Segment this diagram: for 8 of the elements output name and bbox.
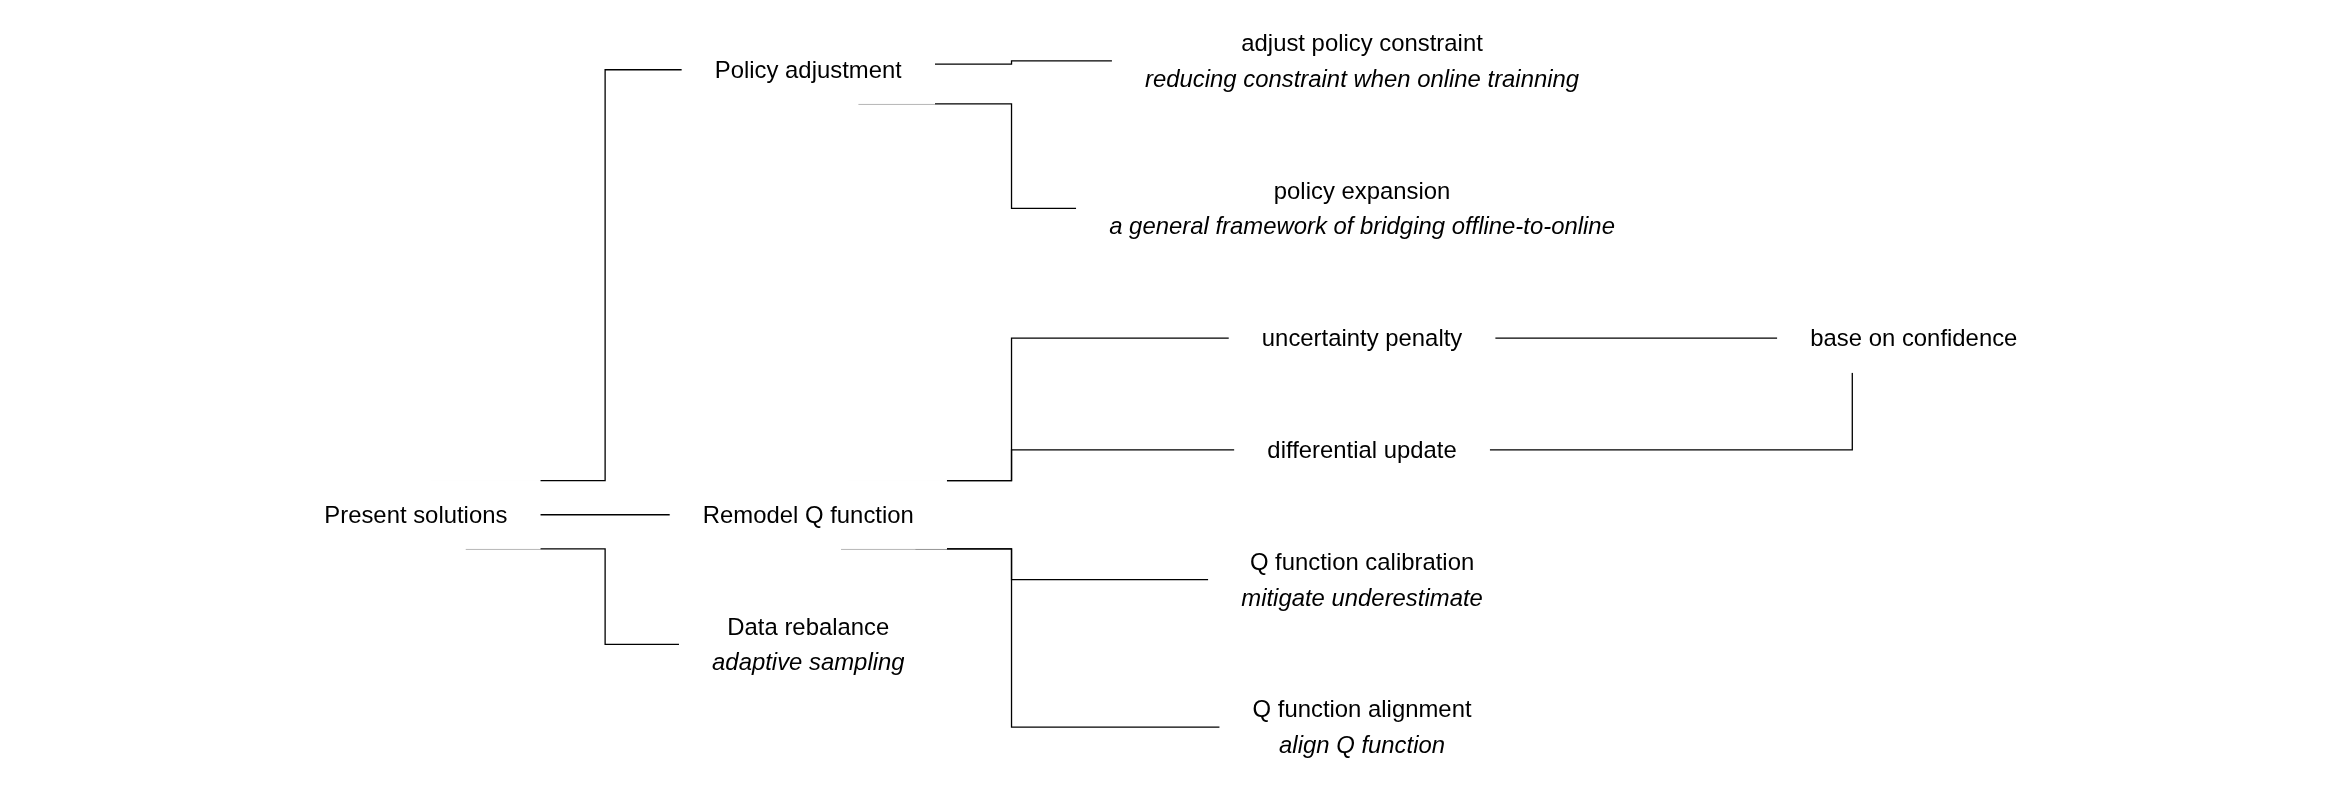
node-text: Q function alignment align Q function — [1252, 695, 1472, 759]
node-text: differential update — [1267, 436, 1457, 464]
node-text: policy expansion a general framework of bridging offline-to-online — [1108, 176, 1615, 240]
node-text: uncertainty penalty — [1261, 324, 1462, 352]
node-text: Q function calibration mitigate underestimate — [1240, 548, 1483, 612]
node-text: adjust policy constraint reducing constraint when online trainning — [1144, 29, 1579, 93]
node-text: Data rebalance adaptive sampling — [711, 612, 905, 676]
node-text: base on confidence — [1809, 324, 2018, 352]
